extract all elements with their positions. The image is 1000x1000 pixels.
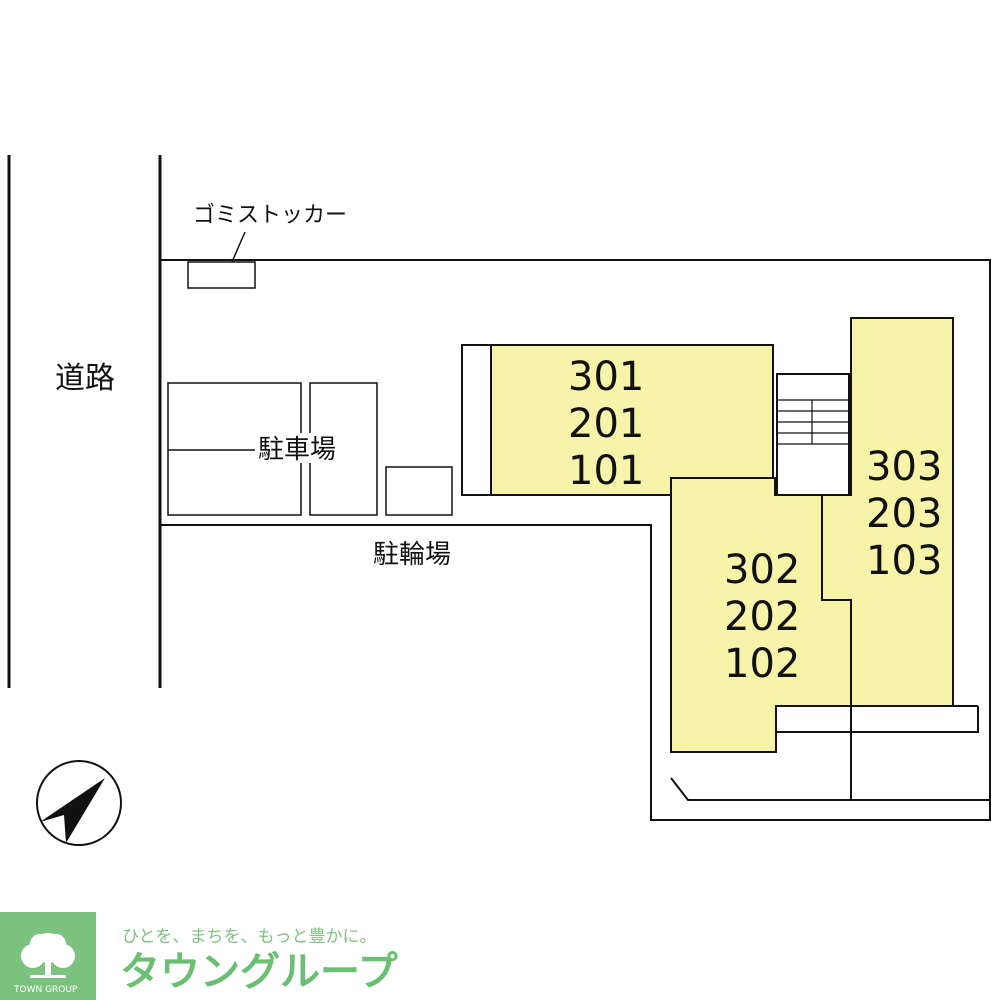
tree-icon xyxy=(21,933,75,978)
unit-201: 201 xyxy=(568,401,644,447)
road-label: 道路 xyxy=(55,361,115,396)
brand-slogan: ひとを、まちを、もっと豊かに。 xyxy=(122,927,377,947)
unit-block-left xyxy=(490,344,774,496)
balcony-outline xyxy=(776,706,979,733)
bicycle-parking-box xyxy=(385,466,453,516)
bicycle-parking-label: 駐輪場 xyxy=(373,540,451,570)
unit-302: 302 xyxy=(724,547,800,593)
walkway-outline xyxy=(670,777,990,801)
parking-label-bg xyxy=(255,433,351,463)
unit-102: 102 xyxy=(724,641,800,687)
stair-steps xyxy=(777,399,849,445)
garbage-stocker-label: ゴミストッカー xyxy=(193,203,347,228)
garbage-stocker xyxy=(187,261,256,289)
brand-logo: TOWN GROUP xyxy=(0,912,96,1000)
unit-301: 301 xyxy=(568,354,644,400)
parking-label: 駐車場 xyxy=(258,435,336,465)
balcony-left xyxy=(461,344,492,496)
brand-name: タウングループ xyxy=(120,949,398,995)
north-arrow-icon xyxy=(36,760,122,846)
stair-core xyxy=(776,373,850,496)
unit-202: 202 xyxy=(724,594,800,640)
lot-boundary xyxy=(160,259,991,821)
unit-block-middle xyxy=(670,477,852,753)
unit-203: 203 xyxy=(866,491,942,537)
unit-303: 303 xyxy=(866,444,942,490)
logo-text: TOWN GROUP xyxy=(13,985,78,995)
unit-103: 103 xyxy=(866,538,942,584)
unit-101: 101 xyxy=(568,448,644,494)
